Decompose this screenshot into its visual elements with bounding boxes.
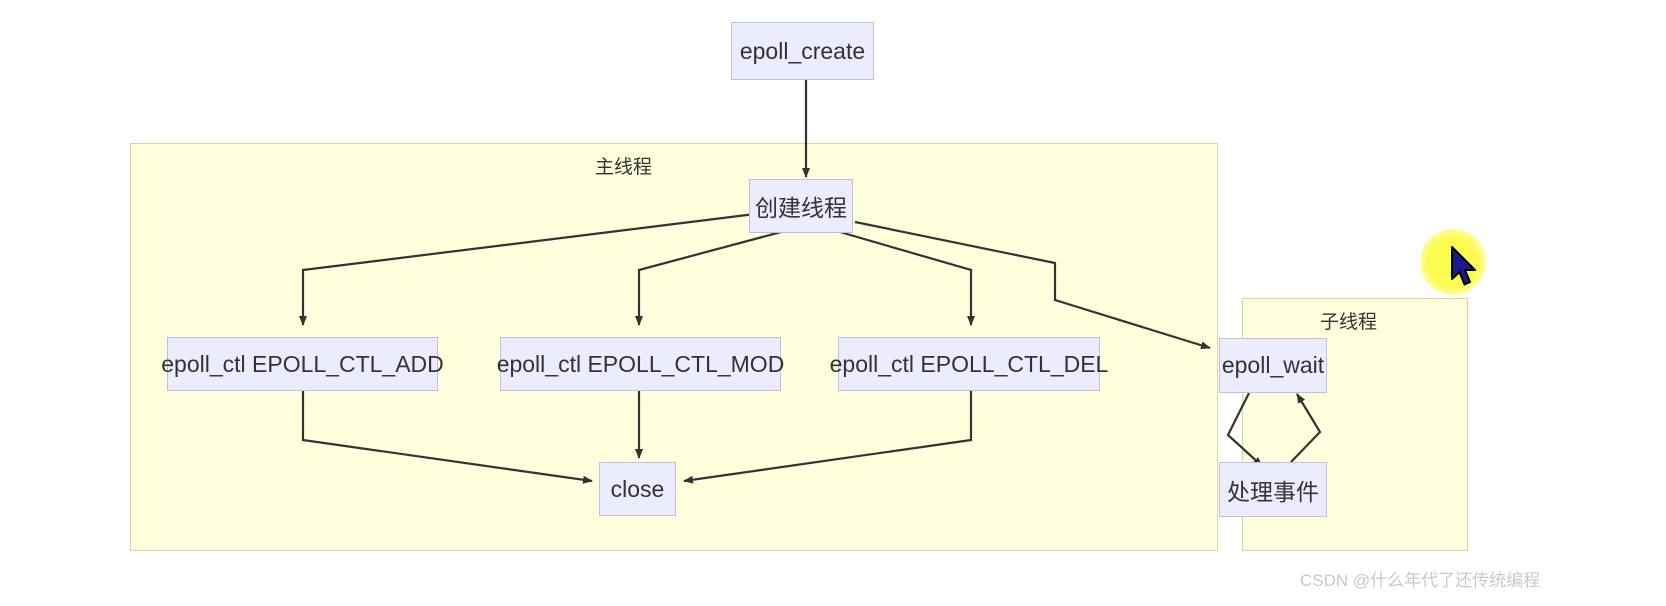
node-epoll-ctl-add-label: epoll_ctl EPOLL_CTL_ADD [161,350,444,377]
node-close[interactable]: close [599,462,676,516]
node-epoll-create[interactable]: epoll_create [731,22,874,80]
watermark-text: CSDN @什么年代了还传统编程 [1300,571,1541,590]
node-epoll-create-label: epoll_create [739,37,866,64]
node-epoll-ctl-add[interactable]: epoll_ctl EPOLL_CTL_ADD [161,337,444,391]
node-epoll-ctl-del-label: epoll_ctl EPOLL_CTL_DEL [829,350,1109,377]
node-handle-event-label: 处理事件 [1227,478,1319,505]
node-handle-event[interactable]: 处理事件 [1219,462,1327,517]
node-create-thread[interactable]: 创建线程 [749,179,853,233]
node-create-thread-label: 创建线程 [755,195,847,221]
group-sub-thread-label: 子线程 [1320,312,1378,333]
node-epoll-ctl-mod-label: epoll_ctl EPOLL_CTL_MOD [496,350,785,377]
group-main-thread-label: 主线程 [595,157,653,178]
node-epoll-wait[interactable]: epoll_wait [1219,338,1327,393]
node-epoll-ctl-del[interactable]: epoll_ctl EPOLL_CTL_DEL [830,337,1108,391]
node-close-label: close [610,475,665,502]
node-epoll-ctl-mod[interactable]: epoll_ctl EPOLL_CTL_MOD [497,337,784,391]
node-epoll-wait-label: epoll_wait [1221,352,1325,378]
arrow-pointer-icon [1451,246,1476,286]
